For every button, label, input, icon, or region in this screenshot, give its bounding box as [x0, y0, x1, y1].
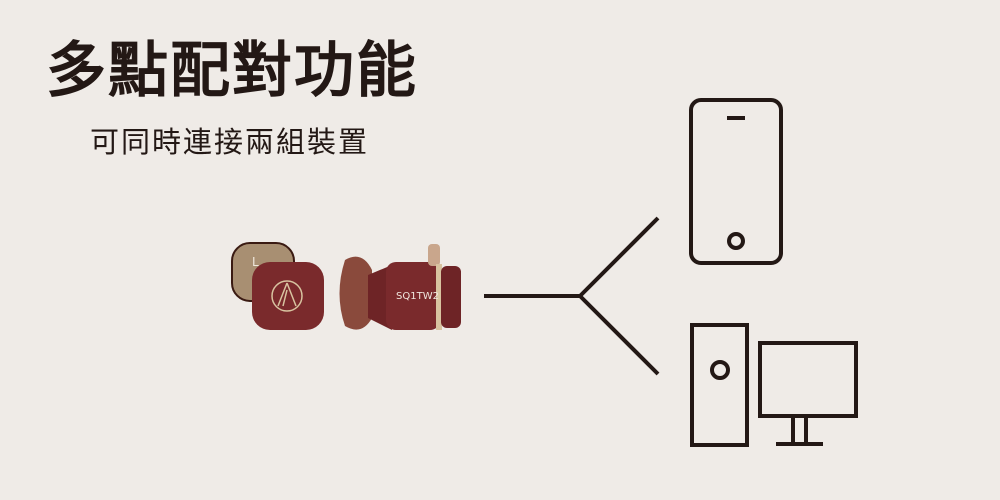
- earbud-model-label: SQ1TW2: [396, 291, 439, 302]
- desktop-computer-icon: [690, 323, 858, 447]
- brand-logo-icon: [271, 280, 303, 312]
- smartphone-icon: [689, 98, 783, 265]
- earbud-left-mark: L: [252, 255, 259, 269]
- page-title: 多點配對功能: [46, 36, 418, 106]
- subtitle: 可同時連接兩組裝置: [90, 125, 370, 159]
- earbud-right: SQ1TW2: [339, 244, 461, 330]
- connection-lines: [484, 216, 660, 376]
- earbud-left: L: [231, 242, 324, 330]
